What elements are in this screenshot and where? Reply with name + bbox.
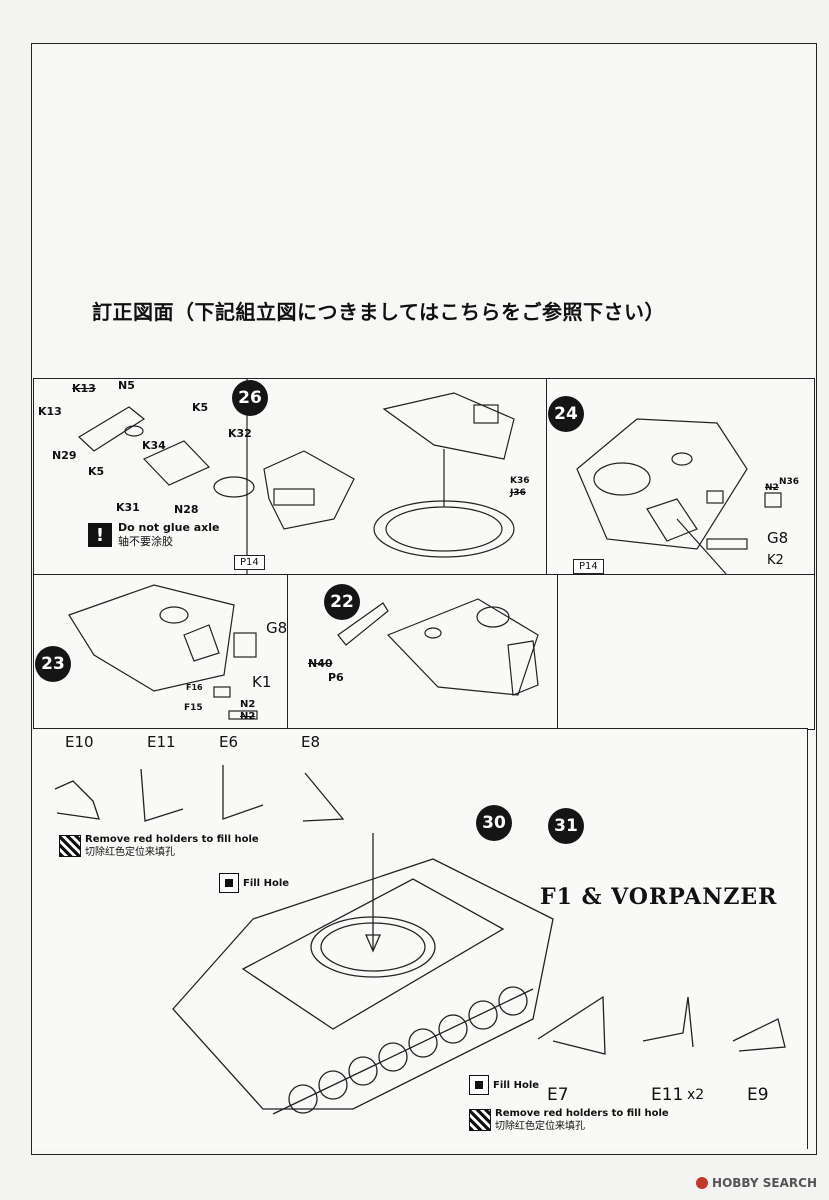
remove-text-zh: 切除红色定位来填孔 bbox=[85, 847, 175, 858]
label-k5-b: K5 bbox=[88, 465, 105, 478]
label-n40-struck: N40 bbox=[308, 657, 333, 670]
label-e6: E6 bbox=[219, 733, 239, 751]
step-22-drawing bbox=[337, 598, 539, 696]
label-n36: N36 bbox=[779, 477, 800, 487]
label-k31: K31 bbox=[116, 501, 140, 514]
step-24-drawing bbox=[576, 418, 782, 575]
label-k13-struck: K13 bbox=[72, 382, 96, 395]
panel-step-26: K13 N5 K13 K5 K32 K34 N29 K5 K31 N28 K36… bbox=[33, 378, 548, 576]
step-30-badge: 30 bbox=[476, 805, 512, 841]
label-e8: E8 bbox=[301, 733, 321, 751]
label-e11-b: E11 bbox=[651, 1085, 684, 1105]
step-26-badge: 26 bbox=[232, 380, 268, 416]
step-22-badge: 22 bbox=[324, 584, 360, 620]
label-x2: x2 bbox=[687, 1087, 705, 1103]
fill-hole-icon-b bbox=[469, 1075, 489, 1095]
step-23-badge: 23 bbox=[35, 646, 71, 682]
page-ref-p14: P14 bbox=[234, 555, 265, 570]
step-23-drawing bbox=[68, 584, 258, 720]
label-j36-struck: J36 bbox=[510, 488, 526, 498]
panel-vorpanzer: E10 E11 E6 E8 Remove red holders to fill… bbox=[33, 728, 808, 1149]
fill-hole-top: Fill Hole bbox=[219, 873, 289, 893]
page-ref-p14-b: P14 bbox=[573, 559, 604, 574]
label-g8: G8 bbox=[767, 529, 789, 547]
label-g8-b: G8 bbox=[266, 619, 288, 637]
panel-empty bbox=[557, 574, 815, 730]
label-e10: E10 bbox=[65, 733, 94, 751]
label-e9: E9 bbox=[747, 1085, 769, 1105]
vorpanzer-title: F1 & VORPANZER bbox=[540, 884, 778, 910]
label-k5-a: K5 bbox=[192, 401, 209, 414]
remove-holders-note-b: Remove red holders to fill hole 切除红色定位来填… bbox=[469, 1107, 669, 1133]
correction-heading: 訂正図面（下記組立図につきましてはこちらをご参照下さい） bbox=[92, 300, 665, 324]
label-e7: E7 bbox=[547, 1085, 569, 1105]
label-p6: P6 bbox=[328, 671, 344, 684]
warning-text-zh: 轴不要涂胶 bbox=[118, 535, 173, 548]
fill-hole-bottom: Fill Hole bbox=[469, 1075, 539, 1095]
label-f16: F16 bbox=[186, 683, 203, 692]
cut-icon-b bbox=[469, 1109, 491, 1131]
label-k32: K32 bbox=[228, 427, 252, 440]
label-n5: N5 bbox=[118, 379, 135, 392]
remove-text-en-b: Remove red holders to fill hole bbox=[495, 1108, 669, 1119]
tank-drawing bbox=[54, 765, 786, 1115]
remove-text-zh-b: 切除红色定位来填孔 bbox=[495, 1121, 585, 1132]
warning-do-not-glue: ! Do not glue axle 轴不要涂胶 bbox=[88, 521, 220, 549]
label-n2-b: N2 bbox=[240, 711, 256, 722]
fill-hole-icon bbox=[219, 873, 239, 893]
remove-holders-note: Remove red holders to fill hole 切除红色定位来填… bbox=[59, 833, 259, 859]
label-e11: E11 bbox=[147, 733, 176, 751]
step-31-badge: 31 bbox=[548, 808, 584, 844]
exclamation-icon: ! bbox=[88, 523, 112, 547]
label-n28: N28 bbox=[174, 503, 199, 516]
label-f15: F15 bbox=[184, 703, 203, 713]
label-k1: K1 bbox=[252, 673, 272, 691]
warning-text-en: Do not glue axle bbox=[118, 521, 220, 534]
label-n2-struck: N2 bbox=[765, 483, 779, 493]
remove-text-en: Remove red holders to fill hole bbox=[85, 834, 259, 845]
watermark-text: HOBBY SEARCH bbox=[712, 1176, 817, 1190]
fill-hole-text-b: Fill Hole bbox=[493, 1079, 540, 1091]
label-n2-a: N2 bbox=[240, 699, 256, 710]
panel-step-24: N36 N2 G8 K2 P14 bbox=[546, 378, 815, 576]
watermark: HOBBY SEARCH bbox=[696, 1176, 817, 1190]
fill-hole-text: Fill Hole bbox=[243, 877, 290, 889]
cut-icon bbox=[59, 835, 81, 857]
label-k2: K2 bbox=[767, 553, 784, 568]
label-k13: K13 bbox=[38, 405, 62, 418]
step-26-drawing bbox=[78, 379, 515, 575]
step-24-badge: 24 bbox=[548, 396, 584, 432]
hobby-search-logo-icon bbox=[696, 1177, 709, 1189]
label-k34: K34 bbox=[142, 439, 166, 452]
label-n29: N29 bbox=[52, 449, 77, 462]
label-k36: K36 bbox=[510, 476, 530, 486]
panel-step-23: G8 K1 F16 F15 N2 N2 bbox=[33, 574, 289, 730]
